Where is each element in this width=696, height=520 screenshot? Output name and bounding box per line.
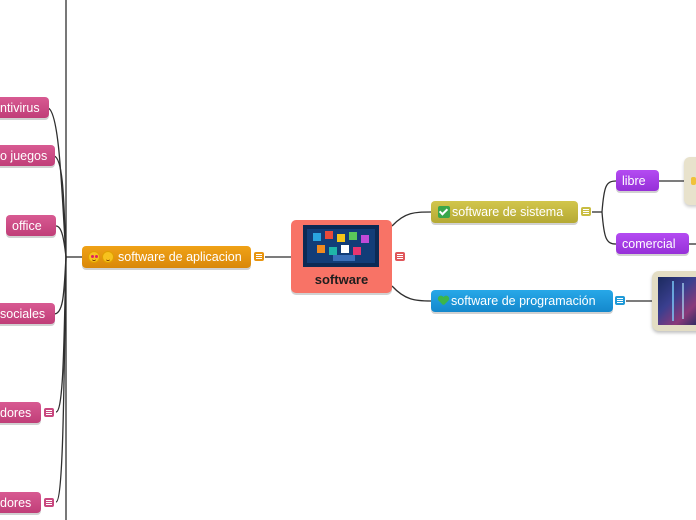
leaf-label: o juegos [0,148,48,163]
leaf-office[interactable]: office [6,215,56,236]
libre-image-thumbnail[interactable] [684,157,696,205]
link-juegos [53,155,67,258]
link-sistema-comercial [601,211,617,245]
image-detail [691,177,696,185]
programming-image-thumbnail[interactable] [652,271,696,331]
leaf-label: ntivirus [0,100,40,115]
link-dores-2 [55,256,67,503]
smiley-icon [102,251,114,263]
leaf-dores-1[interactable]: dores [0,402,41,423]
leaf-label: dores [0,405,32,420]
branch-label: software de aplicacion [118,250,242,264]
software-apps-image [303,225,379,267]
leaf-label: office [12,218,42,233]
leaf-antivirus[interactable]: ntivirus [0,97,49,118]
note-icon[interactable] [254,252,264,261]
note-icon[interactable] [581,207,591,216]
note-icon[interactable] [44,498,54,507]
node-libre[interactable]: libre [616,170,659,191]
branch-software-de-aplicacion[interactable]: software de aplicacion [82,246,251,268]
central-node-software[interactable]: software [291,220,392,293]
leaf-sociales[interactable]: sociales [0,303,55,324]
note-icon[interactable] [615,296,625,305]
node-label: comercial [622,236,676,251]
smiley-heart-eyes-icon [88,251,100,263]
image-detail [682,283,684,319]
link-central-sistema [391,211,432,227]
heart-icon [438,296,449,306]
leaf-label: sociales [0,306,46,321]
central-label: software [314,272,369,287]
leaf-label: dores [0,495,32,510]
image-detail [672,281,674,321]
branch-software-de-sistema[interactable]: software de sistema [431,201,578,223]
node-comercial[interactable]: comercial [616,233,689,254]
link-office [55,225,67,258]
leaf-juegos[interactable]: o juegos [0,145,55,166]
leaf-dores-2[interactable]: dores [0,492,41,513]
link-sociales [53,256,67,315]
node-label: libre [622,173,646,188]
check-icon [438,206,450,218]
branch-software-de-programacion[interactable]: software de programación [431,290,613,312]
link-sistema-libre [601,180,617,213]
branch-label: software de programación [451,294,596,308]
note-icon[interactable] [44,408,54,417]
link-central-programacion [391,285,432,302]
note-icon[interactable] [395,252,405,261]
image-detail [658,277,696,325]
branch-label: software de sistema [452,205,564,219]
